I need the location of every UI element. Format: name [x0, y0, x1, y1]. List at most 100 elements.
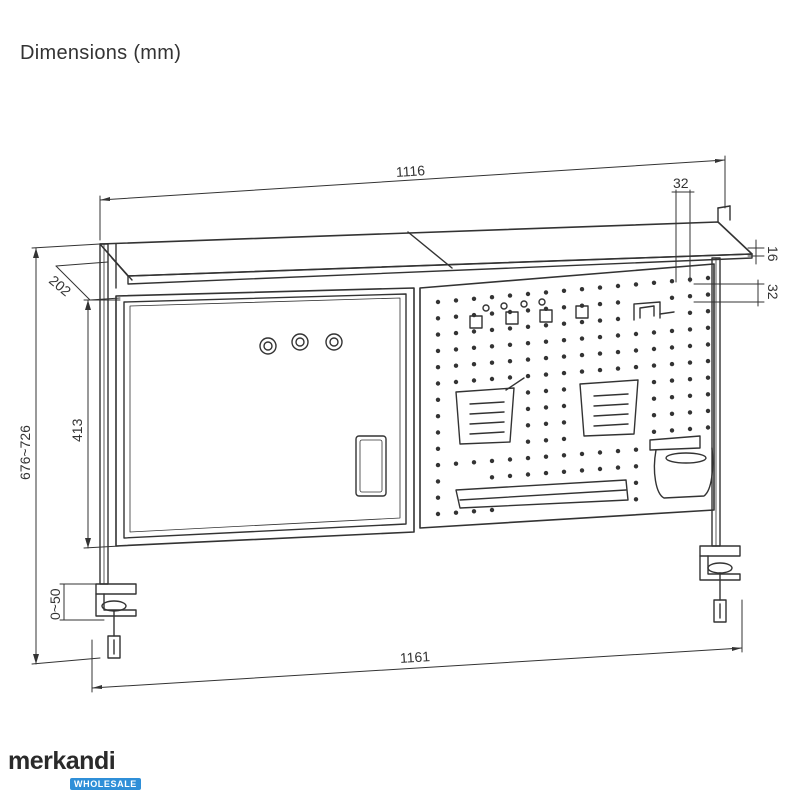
peg-hole	[543, 438, 549, 443]
peg-hole	[543, 339, 549, 344]
peg-hole	[579, 468, 585, 473]
peg-hole	[633, 497, 639, 502]
peg-hole	[489, 360, 495, 365]
peg-hole	[543, 306, 549, 311]
peg-hole	[435, 446, 441, 451]
peg-hole	[471, 329, 477, 334]
peg-hole	[507, 457, 513, 462]
peg-hole	[435, 511, 441, 517]
peg-hole	[669, 345, 675, 350]
peg-hole	[507, 293, 513, 298]
peg-hole	[561, 338, 567, 343]
peg-hole	[471, 362, 477, 367]
merkandi-logo: merkandi WHOLESALE	[8, 748, 141, 792]
peg-hole	[615, 300, 621, 305]
peg-hole	[525, 357, 531, 362]
peg-hole	[561, 469, 567, 474]
peg-hole	[471, 296, 477, 301]
left-upright	[95, 243, 137, 659]
peg-hole	[561, 403, 567, 409]
peg-hole	[507, 473, 513, 479]
peg-hole	[705, 375, 711, 380]
peg-hole	[489, 327, 495, 333]
dim-label-hole-diameter: 16	[765, 246, 781, 262]
peg-hole	[489, 507, 495, 513]
storage-basket-left	[455, 377, 525, 445]
peg-hole	[543, 388, 549, 394]
peg-hole	[525, 455, 531, 461]
peg-hole	[633, 348, 639, 353]
peg-hole	[453, 314, 459, 319]
peg-hole	[579, 451, 585, 457]
peg-hole	[705, 425, 711, 430]
peg-hole	[543, 290, 549, 295]
peg-hole	[561, 370, 567, 376]
peg-hole	[435, 479, 441, 484]
peg-hole	[525, 308, 531, 313]
peg-hole	[669, 428, 675, 433]
peg-hole	[579, 369, 585, 374]
peg-hole	[597, 334, 603, 340]
peg-hole	[651, 396, 657, 401]
peg-hole	[507, 326, 513, 331]
peg-hole	[687, 327, 693, 332]
peg-hole	[669, 395, 675, 400]
whiteboard-panel	[115, 287, 415, 547]
peg-hole	[651, 280, 657, 285]
peg-hole	[597, 285, 603, 290]
peg-hole	[561, 436, 567, 442]
peg-hole	[615, 465, 621, 470]
peg-hole	[669, 295, 675, 300]
peg-hole	[525, 406, 531, 412]
peg-hole	[651, 379, 657, 385]
peg-hole	[705, 275, 711, 281]
peg-hole	[687, 426, 693, 432]
peg-hole	[615, 333, 621, 338]
peg-hole	[435, 316, 441, 321]
peg-hole	[435, 414, 441, 419]
peg-hole	[453, 363, 459, 368]
peg-hole	[525, 472, 531, 477]
peg-hole	[651, 413, 657, 418]
peg-hole	[543, 470, 549, 476]
peg-hole	[651, 429, 657, 434]
peg-hole	[687, 310, 693, 315]
peg-hole	[597, 450, 603, 455]
logo-tag: WHOLESALE	[70, 778, 141, 790]
peg-hole	[615, 349, 621, 355]
peg-hole	[669, 361, 675, 367]
peg-hole	[597, 466, 603, 472]
peg-hole	[507, 309, 513, 315]
peg-hole	[561, 305, 567, 310]
top-shelf	[99, 205, 753, 289]
peg-hole	[651, 363, 657, 368]
peg-hole	[597, 301, 603, 307]
peg-hole	[543, 355, 549, 361]
peg-hole	[597, 318, 603, 323]
peg-hole	[525, 324, 531, 329]
peg-hole	[687, 393, 693, 398]
peg-hole	[633, 331, 639, 337]
peg-hole	[579, 352, 585, 358]
peg-hole	[453, 298, 459, 303]
peg-hole	[705, 408, 711, 414]
dim-label-hole-pitch-h: 32	[673, 175, 689, 191]
peg-hole	[633, 480, 639, 485]
peg-hole	[705, 325, 711, 330]
peg-hole	[543, 323, 549, 328]
peg-hole	[561, 387, 567, 392]
peg-hole	[705, 392, 711, 397]
dim-label-panel-height: 413	[69, 418, 85, 442]
peg-hole	[561, 288, 567, 293]
dim-label-total-height: 676~726	[17, 425, 33, 480]
peg-hole	[705, 342, 711, 347]
peg-hole	[453, 347, 459, 352]
peg-hole	[453, 510, 459, 515]
peg-hole	[597, 351, 603, 356]
peg-hole	[615, 448, 621, 454]
peg-hole	[525, 341, 531, 346]
peg-hole	[435, 462, 441, 468]
peg-hole	[525, 423, 531, 428]
peg-hole	[543, 405, 549, 410]
